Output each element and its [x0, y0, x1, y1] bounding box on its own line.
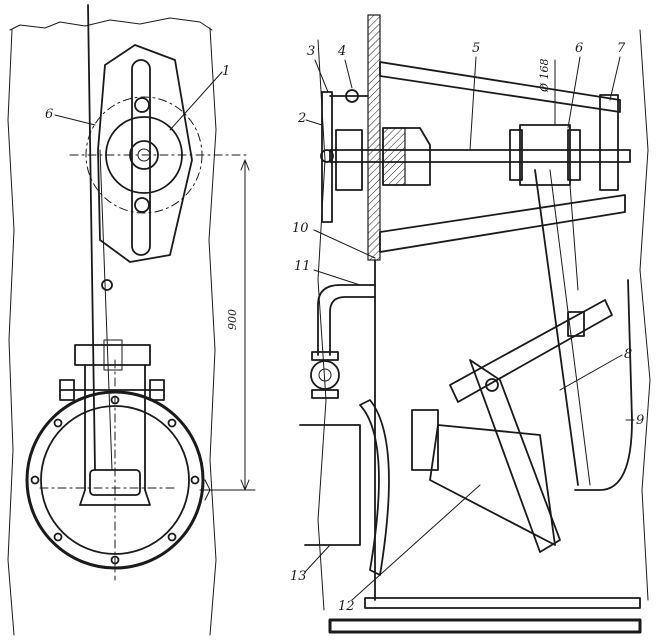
lever-plate — [335, 129, 363, 191]
cable-left — [87, 4, 96, 471]
label-13: 13 — [290, 569, 307, 584]
dim-arrow-top — [240, 159, 250, 171]
link-eye — [345, 89, 359, 103]
label-12: 12 — [338, 599, 355, 614]
cable-weight — [101, 279, 113, 291]
side-wall-left — [317, 39, 327, 611]
flange-bolt — [167, 418, 177, 428]
duct-body-12 — [429, 424, 556, 546]
front-view: 900 6 1 — [7, 4, 256, 636]
label-8: 8 — [624, 347, 632, 362]
cable-right — [99, 149, 113, 471]
pulley-block — [411, 409, 439, 471]
upper-bolt — [134, 97, 150, 113]
label-2: 2 — [297, 111, 306, 126]
side-view: Ø 168 3 4 2 — [290, 14, 651, 634]
label-1: 1 — [222, 64, 230, 79]
flange-bolt — [190, 475, 200, 485]
leader-4 — [344, 59, 353, 89]
cable-c — [569, 184, 579, 291]
dim-900-label: 900 — [226, 309, 239, 330]
flange-bolt — [30, 475, 40, 485]
label-4: 4 — [337, 44, 346, 59]
duct-13 — [299, 424, 361, 546]
adjustment-slot — [131, 59, 151, 256]
pipe-outer — [317, 284, 376, 356]
main-shaft — [329, 149, 631, 163]
wall-left-edge — [7, 29, 15, 636]
bracket-plate — [97, 44, 193, 263]
flap-arm — [449, 299, 613, 403]
valve-flange-bottom — [311, 389, 339, 399]
drum-flange-right — [567, 129, 581, 181]
wall-right-edge — [208, 27, 217, 636]
leader-11 — [313, 269, 361, 286]
label-6-right: 6 — [575, 41, 583, 56]
flap-blade — [469, 359, 561, 553]
lever-arm — [321, 91, 333, 223]
label-5: 5 — [472, 41, 480, 56]
label-3: 3 — [307, 44, 315, 59]
hook-loop — [574, 279, 633, 491]
label-7: 7 — [617, 41, 626, 56]
foundation — [328, 618, 642, 634]
lever-pin — [320, 149, 334, 163]
end-bracket — [599, 94, 619, 191]
pipe-inner — [329, 296, 376, 356]
drum — [519, 124, 571, 186]
leader-13 — [304, 544, 331, 573]
top-beam — [379, 61, 621, 113]
label-9: 9 — [636, 413, 644, 428]
flap-pivot — [485, 378, 499, 392]
side-wall-right — [639, 29, 651, 601]
cross-bar-center — [103, 339, 123, 371]
rotation-arrow — [204, 479, 211, 501]
valve-flange-top — [311, 351, 339, 361]
wall-plate — [367, 14, 381, 261]
cable-b — [549, 169, 591, 486]
flange-bolt — [53, 418, 63, 428]
dim-168-label: Ø 168 — [538, 58, 551, 93]
leader-7 — [609, 56, 621, 101]
valve-core — [318, 368, 332, 382]
flange-bolt — [53, 532, 63, 542]
label-11: 11 — [294, 259, 311, 274]
leader-10 — [313, 229, 376, 259]
base-plate — [364, 597, 641, 609]
leader-3 — [314, 59, 329, 93]
cable-clamp — [567, 311, 585, 337]
cross-bar — [74, 344, 151, 366]
drum-flange-left — [509, 129, 523, 181]
lower-bolt — [134, 197, 150, 213]
wall-top-edge — [9, 17, 213, 31]
leader-1 — [169, 71, 223, 131]
leader-6-right — [567, 56, 581, 129]
label-6-left: 6 — [45, 107, 53, 122]
leader-5 — [469, 56, 477, 151]
leader-8 — [559, 354, 623, 391]
leader-2 — [305, 119, 323, 126]
bearing-section — [382, 127, 406, 186]
diagonal-strut — [379, 194, 626, 253]
flange-bolt — [167, 532, 177, 542]
leader-6-left — [54, 114, 96, 126]
label-10: 10 — [292, 221, 309, 236]
valve-body — [310, 360, 340, 390]
leader-12 — [351, 484, 481, 601]
